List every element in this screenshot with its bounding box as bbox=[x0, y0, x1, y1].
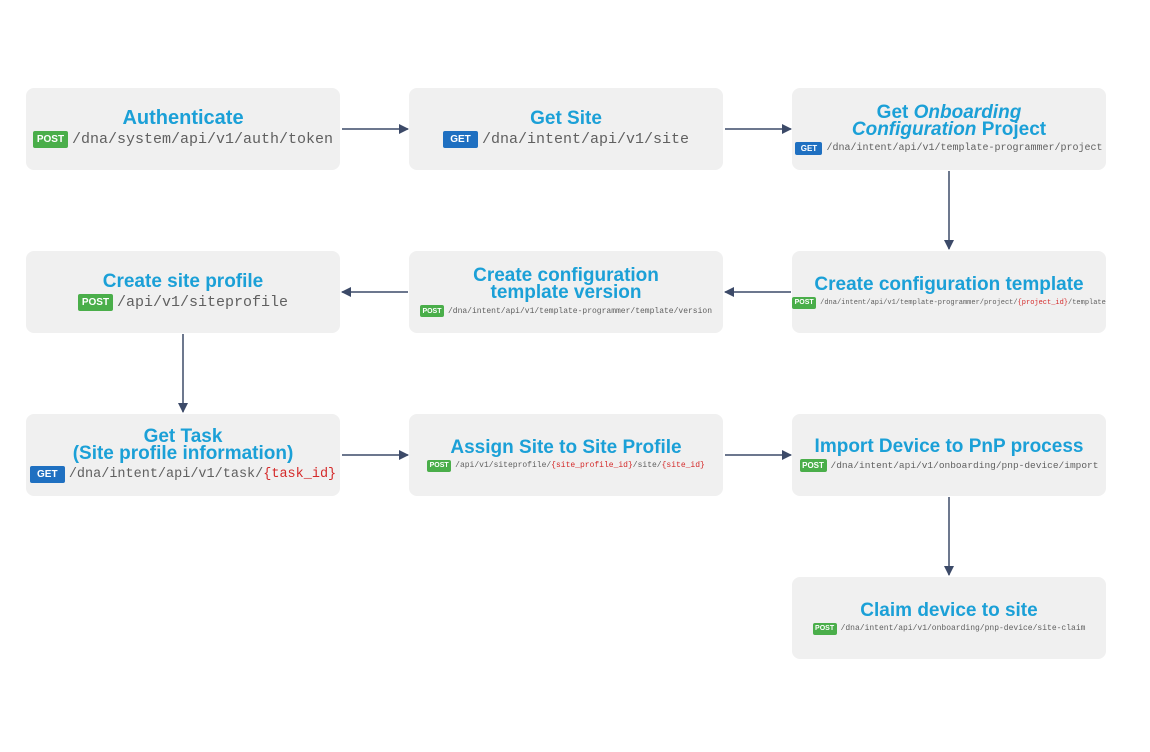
endpoint-path-prefix: /dna/intent/api/v1/task/ bbox=[68, 466, 264, 482]
endpoint: POST /dna/intent/api/v1/onboarding/pnp-d… bbox=[799, 459, 1099, 472]
path-param-site-profile-id: {site_profile_id} bbox=[551, 461, 633, 470]
path-param-task-id: {task_id} bbox=[263, 466, 337, 482]
endpoint: GET /dna/intent/api/v1/task/{task_id} bbox=[29, 465, 337, 483]
title-project: Project bbox=[981, 118, 1047, 140]
post-badge: POST bbox=[799, 459, 827, 472]
step-title: Import Device to PnP process bbox=[814, 436, 1084, 457]
endpoint-path-mid: /site/ bbox=[632, 461, 662, 470]
step-import-device: Import Device to PnP process POST /dna/i… bbox=[792, 414, 1106, 496]
step-title: Get Onboarding Configuration Project bbox=[851, 101, 1047, 140]
endpoint-path: /dna/intent/api/v1/template-programmer/t… bbox=[447, 306, 713, 316]
endpoint-path-prefix: /dna/intent/api/v1/template-programmer/p… bbox=[820, 298, 1018, 307]
step-title: Assign Site to Site Profile bbox=[450, 436, 682, 458]
step-create-site-profile: Create site profile POST /api/v1/sitepro… bbox=[26, 251, 340, 333]
step-title: Create site profile bbox=[102, 271, 264, 292]
get-badge: GET bbox=[29, 465, 65, 483]
step-get-site: Get Site GET /dna/intent/api/v1/site bbox=[409, 88, 723, 170]
endpoint: POST /dna/intent/api/v1/template-program… bbox=[419, 305, 713, 317]
path-param-project-id: {project_id} bbox=[1017, 298, 1069, 307]
endpoint: POST /api/v1/siteprofile bbox=[77, 294, 289, 311]
post-badge: POST bbox=[792, 296, 817, 309]
step-create-configuration-template: Create configuration template POST /dna/… bbox=[792, 251, 1106, 333]
endpoint-path: /dna/intent/api/v1/onboarding/pnp-device… bbox=[830, 460, 1099, 471]
step-create-template-version: Create configuration template version PO… bbox=[409, 251, 723, 333]
title-get: Get bbox=[876, 101, 909, 123]
step-title: Authenticate bbox=[122, 107, 244, 129]
endpoint-path: /dna/system/api/v1/auth/token bbox=[71, 131, 334, 148]
step-claim-device: Claim device to site POST /dna/intent/ap… bbox=[792, 577, 1106, 659]
step-title: Get Task (Site profile information) bbox=[72, 425, 294, 464]
step-assign-site-to-site-profile: Assign Site to Site Profile POST /api/v1… bbox=[409, 414, 723, 496]
endpoint-path-prefix: /api/v1/siteprofile/ bbox=[455, 461, 552, 470]
endpoint: POST /dna/system/api/v1/auth/token bbox=[32, 131, 334, 148]
endpoint: POST /dna/intent/api/v1/onboarding/pnp-d… bbox=[812, 622, 1086, 635]
step-title: Create configuration template version bbox=[473, 265, 659, 303]
endpoint: POST /dna/intent/api/v1/template-program… bbox=[792, 296, 1106, 309]
step-title: Get Site bbox=[530, 108, 602, 129]
title-line2: template version bbox=[490, 282, 642, 303]
title-line2: (Site profile information) bbox=[72, 442, 294, 464]
get-badge: GET bbox=[442, 131, 478, 148]
title-onboarding: Onboarding bbox=[913, 101, 1022, 123]
endpoint-path: /dna/intent/api/v1/onboarding/pnp-device… bbox=[840, 624, 1086, 633]
endpoint: GET /dna/intent/api/v1/template-programm… bbox=[795, 141, 1103, 155]
post-badge: POST bbox=[77, 294, 113, 311]
post-badge: POST bbox=[427, 459, 452, 472]
step-get-task: Get Task (Site profile information) GET … bbox=[26, 414, 340, 496]
title-line1: Get Task bbox=[143, 425, 223, 447]
title-configuration: Configuration bbox=[851, 118, 977, 140]
get-badge: GET bbox=[795, 141, 823, 155]
endpoint: GET /dna/intent/api/v1/site bbox=[442, 131, 690, 148]
step-get-project: Get Onboarding Configuration Project GET… bbox=[792, 88, 1106, 170]
step-title: Create configuration template bbox=[814, 273, 1084, 295]
endpoint: POST /api/v1/siteprofile/{site_profile_i… bbox=[427, 459, 705, 472]
step-title: Claim device to site bbox=[860, 599, 1038, 621]
post-badge: POST bbox=[419, 305, 444, 317]
endpoint-path: /dna/intent/api/v1/site bbox=[481, 131, 690, 148]
title-line1: Create configuration bbox=[473, 265, 659, 286]
endpoint-path: /dna/intent/api/v1/template-programmer/p… bbox=[826, 142, 1103, 154]
post-badge: POST bbox=[32, 131, 68, 148]
endpoint-path: /api/v1/siteprofile bbox=[116, 294, 289, 311]
endpoint-path-suffix: /template bbox=[1068, 298, 1106, 307]
step-authenticate: Authenticate POST /dna/system/api/v1/aut… bbox=[26, 88, 340, 170]
path-param-site-id: {site_id} bbox=[661, 461, 705, 470]
post-badge: POST bbox=[812, 622, 837, 635]
